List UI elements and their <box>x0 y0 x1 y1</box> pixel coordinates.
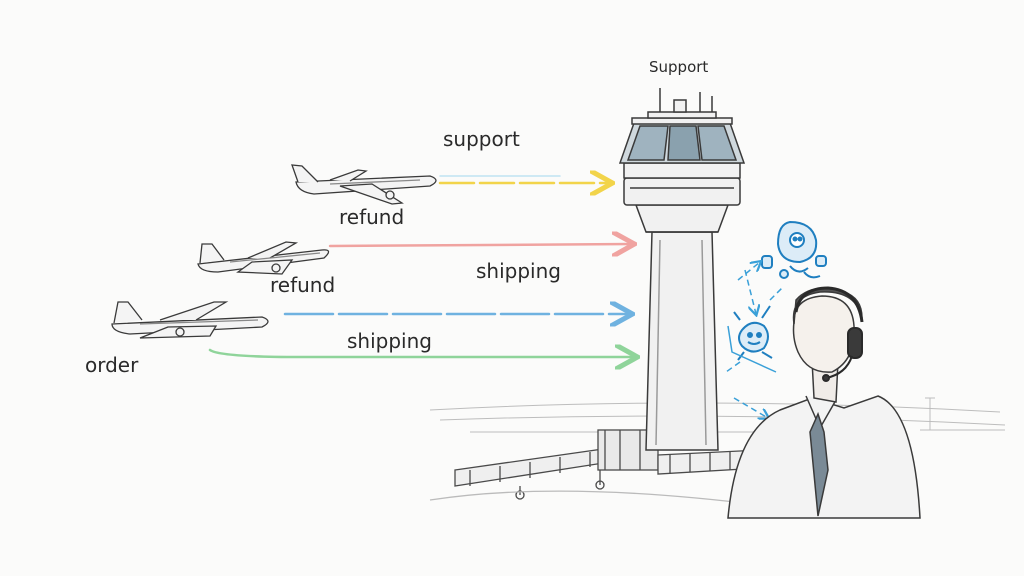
support-agent <box>727 287 921 519</box>
route-arrows <box>208 176 635 357</box>
airplane-icon <box>111 301 269 339</box>
ai-connector-arrows <box>725 262 785 418</box>
terminal-jet-bridges <box>429 429 761 506</box>
robot-icon <box>761 220 827 279</box>
route-arrow-refund <box>328 244 632 246</box>
plane-label-order: order <box>85 353 139 377</box>
route-label-shipping: shipping <box>476 259 561 283</box>
route-arrow-shipping-2 <box>208 350 635 357</box>
route-label-support: support <box>443 127 520 151</box>
plane-label-refund-1: refund <box>339 205 405 229</box>
control-tower <box>618 88 746 451</box>
airplane-icon <box>291 164 437 205</box>
tower-label: Support <box>649 58 709 76</box>
airplane-icon <box>197 241 330 275</box>
robot-icon <box>733 305 773 361</box>
route-label-shipping-2: shipping <box>347 329 432 353</box>
headset-icon <box>794 286 864 382</box>
plane-label-refund-2: refund <box>270 273 336 297</box>
